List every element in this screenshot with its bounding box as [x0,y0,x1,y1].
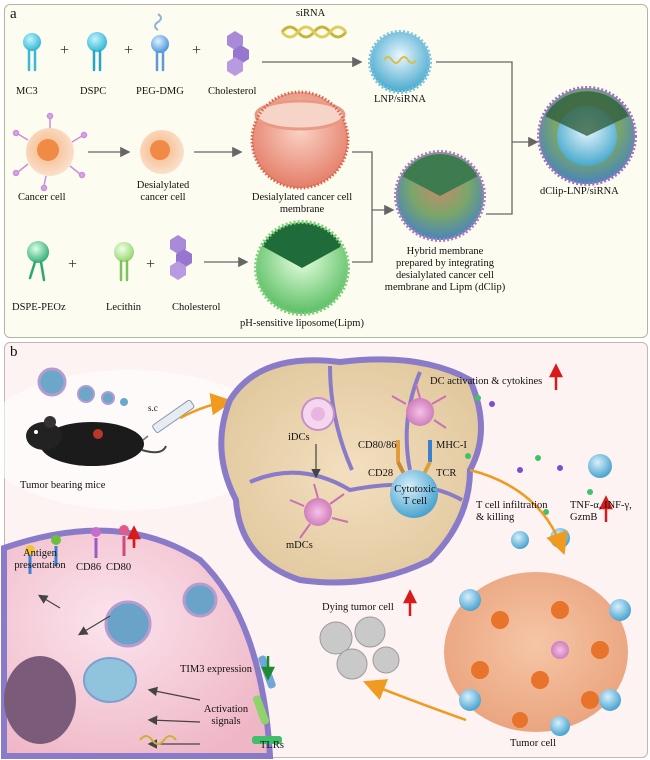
peg-dmg-lipid-icon [151,13,169,72]
cholesterol-icon-1 [227,31,249,76]
plus-4: + [68,256,78,273]
label-cd28: CD28 [368,468,394,479]
receptor-pairs [396,440,432,475]
label-sirna: siRNA [296,8,326,19]
label-desialylated-cell: Desialylated cancer cell [136,180,190,203]
lnp-sirna-particle [368,30,432,94]
dying-tumor-cells [319,616,400,680]
desialylated-cell-icon [140,130,184,174]
label-dying-tumor-cell: Dying tumor cell [322,602,394,613]
label-desialylated-membrane: Desialylated cancer cell membrane [251,192,353,215]
label-lnp-sirna: LNP/siRNA [374,94,426,105]
label-cd80-86: CD80/86 [358,440,397,451]
dclip-lnp-sirna-particle [537,86,637,186]
cytotoxic-t-cell [390,470,438,518]
cancer-cell-icon [12,112,88,192]
sirna-in-host-icon [139,735,177,745]
label-cd86: CD86 [76,562,102,573]
label-t-cell-infiltration: T cell infiltration & killing [476,500,548,523]
arrow-tumor-to-dying [363,679,467,722]
arrow-node-to-tumor [469,468,568,556]
label-cytotoxic-t-cell: Cytotoxic T cell [394,484,436,507]
label-mhc: MHC-I [436,440,467,451]
bracket-lnp-hybrid [436,61,513,215]
plus-5: + [146,256,156,273]
label-dspe-peoz: DSPE-PEOz [12,302,66,313]
plus-2: + [124,42,134,59]
desialylated-membrane-vesicle [250,90,350,190]
label-idcs: iDCs [288,432,310,443]
cytokine-dots [465,395,593,515]
label-dspc: DSPC [80,86,107,97]
plus-1: + [60,42,70,59]
label-final-particle: dClip-LNP/siRNA [540,186,619,197]
label-tcr: TCR [436,468,457,479]
label-cytokines: TNF-α, INF-γ, GzmB [570,500,632,523]
label-hybrid-membrane: Hybrid membrane prepared by integrating … [384,246,506,293]
label-liposome: pH-sensitive liposome(Lipm) [240,318,364,329]
tumor-mass [444,572,631,736]
ph-sensitive-liposome [254,220,350,316]
green-down-arrow [260,656,276,681]
mdc-cell [289,483,349,539]
lecithin-lipid-icon [114,242,134,282]
host-cell [0,527,274,759]
idc-cell [301,397,335,431]
panel-b-label: b [10,344,18,360]
label-mc3: MC3 [16,86,38,97]
label-tumor-cell: Tumor cell [510,738,556,749]
label-tumor-bearing-mice: Tumor bearing mice [20,480,106,491]
cholesterol-icon-2 [170,235,192,280]
label-antigen-presentation: Antigen presentation [14,548,66,571]
hybrid-membrane-dclip [394,150,486,242]
label-cd80: CD80 [106,562,132,573]
dspc-lipid-icon [87,32,107,72]
tumor-bearing-mouse [26,416,167,466]
label-activation-signals: Activation signals [203,704,249,727]
label-lecithin: Lecithin [106,302,141,313]
plus-3: + [192,42,202,59]
label-cancer-cell: Cancer cell [18,192,66,203]
label-peg-dmg: PEG-DMG [136,86,184,97]
label-cholesterol-1: Cholesterol [208,86,257,97]
sirna-icon [280,25,348,39]
bracket-membranes [352,151,373,263]
label-tim3-expression: TIM3 expression [180,664,253,675]
injected-particles [37,367,128,406]
arrow-injection-to-node [179,392,234,420]
label-cholesterol-2: Cholesterol [172,302,221,313]
label-tlrs: TLRs [260,740,284,751]
panel-a-label: a [10,6,17,22]
label-dc-activation: DC activation & cytokines [430,376,543,387]
dspe-peoz-lipid-icon [27,241,49,282]
panel-a-graphics [12,13,637,316]
mc3-lipid-icon [23,33,41,72]
label-route-sc: s.c [148,403,158,413]
activated-dc [391,383,447,429]
surface-receptors [25,525,129,574]
red-up-arrows [126,363,614,616]
label-mdcs: mDCs [286,540,313,551]
